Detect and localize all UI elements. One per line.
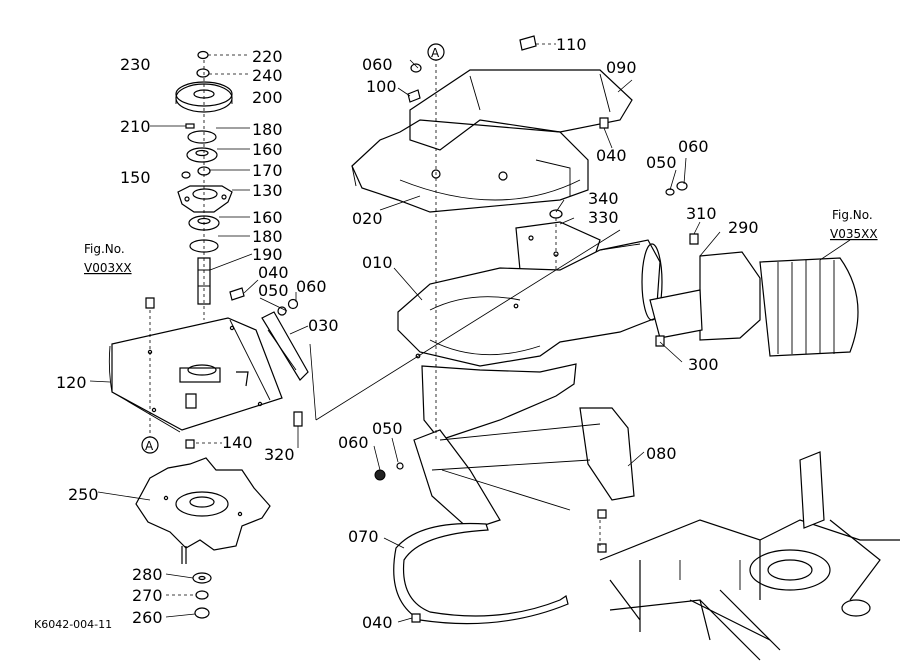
bolt-320 (293, 411, 303, 427)
callout-180-lower: 180 (252, 227, 283, 246)
bellows-290 (649, 251, 859, 357)
callout-020: 020 (352, 209, 383, 228)
callout-160-lower: 160 (252, 208, 283, 227)
svg-text:A: A (431, 46, 440, 60)
callout-100: 100 (366, 77, 397, 96)
svg-text:V035XX: V035XX (830, 227, 878, 241)
callout-140: 140 (222, 433, 253, 452)
small-hardware-center (374, 35, 699, 623)
callout-010: 010 (362, 253, 393, 272)
strap-070 (393, 522, 569, 625)
callout-190: 190 (252, 245, 283, 264)
leader-lines (89, 43, 851, 623)
callout-310: 310 (686, 204, 717, 223)
callout-050-low: 050 (372, 419, 403, 438)
reference-marker-top: A (427, 43, 445, 61)
callout-240: 240 (252, 66, 283, 85)
callout-320: 320 (264, 445, 295, 464)
callout-280: 280 (132, 565, 163, 584)
callout-200: 200 (252, 88, 283, 107)
callout-labels: 230 220 240 200 210 180 160 150 170 130 … (56, 35, 759, 632)
callout-060-low: 060 (338, 433, 369, 452)
callout-150: 150 (120, 168, 151, 187)
callout-180: 180 (252, 120, 283, 139)
lower-chute (413, 363, 635, 531)
callout-300: 300 (688, 355, 719, 374)
small-hardware-left (229, 287, 299, 316)
callout-160: 160 (252, 140, 283, 159)
callout-260: 260 (132, 608, 163, 627)
callout-130: 130 (252, 181, 283, 200)
figure-ref-left: Fig.No. V003XX (84, 242, 132, 275)
callout-170: 170 (252, 161, 283, 180)
bracket-030 (261, 311, 309, 381)
bolt-marker-left (145, 297, 155, 309)
washers-stack (192, 572, 212, 619)
callout-120: 120 (56, 373, 87, 392)
callout-340: 340 (588, 189, 619, 208)
callout-270: 270 (132, 586, 163, 605)
callout-060: 060 (296, 277, 327, 296)
machine-frame (599, 451, 900, 661)
pulley-stack (175, 50, 233, 320)
svg-text:Fig.No.: Fig.No. (84, 242, 125, 256)
callout-290: 290 (728, 218, 759, 237)
callout-230: 230 (120, 55, 151, 74)
figure-ref-right: Fig.No. V035XX (830, 208, 878, 241)
callout-070: 070 (348, 527, 379, 546)
callout-060-top: 060 (362, 55, 393, 74)
callout-210: 210 (120, 117, 151, 136)
callout-110: 110 (556, 35, 587, 54)
callout-080: 080 (646, 444, 677, 463)
callout-090: 090 (606, 58, 637, 77)
callout-050-mid: 050 (646, 153, 677, 172)
callout-330: 330 (588, 208, 619, 227)
upper-ring-020 (351, 119, 589, 213)
callout-040-mid: 040 (596, 146, 627, 165)
callout-050: 050 (258, 281, 289, 300)
callout-060-mid: 060 (678, 137, 709, 156)
diagram-code: K6042-004-11 (34, 618, 112, 631)
bolt-140 (185, 439, 195, 449)
svg-text:V003XX: V003XX (84, 261, 132, 275)
callout-040-low: 040 (362, 613, 393, 632)
callout-030: 030 (308, 316, 339, 335)
callout-250: 250 (68, 485, 99, 504)
callout-040: 040 (258, 263, 289, 282)
svg-text:A: A (145, 439, 154, 453)
callout-220: 220 (252, 47, 283, 66)
upper-housing-090 (409, 69, 633, 181)
base-plate-120 (108, 317, 283, 433)
svg-text:Fig.No.: Fig.No. (832, 208, 873, 222)
reference-marker-left: A (141, 436, 159, 454)
impeller-250 (135, 457, 271, 564)
